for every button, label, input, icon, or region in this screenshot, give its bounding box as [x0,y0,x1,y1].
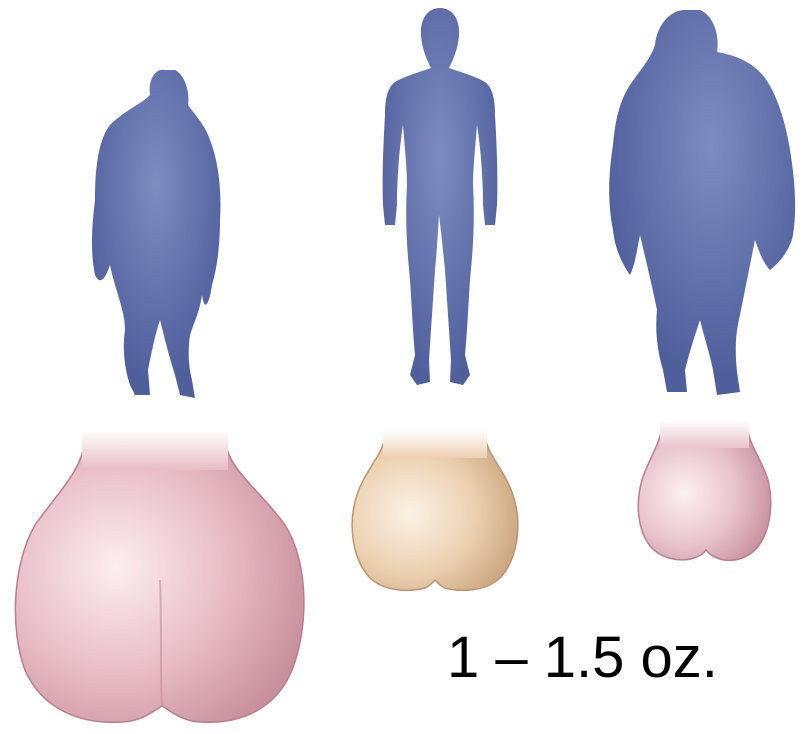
human-silhouette-icon [365,0,515,405]
human-testes-illustration [345,430,525,595]
gorilla-silhouette-icon [595,0,807,405]
weight-caption: 1 – 1.5 oz. [447,623,718,693]
chimpanzee-testes-illustration [10,430,310,730]
chimpanzee-silhouette-icon [70,50,245,405]
gorilla-testes-illustration [632,420,777,565]
